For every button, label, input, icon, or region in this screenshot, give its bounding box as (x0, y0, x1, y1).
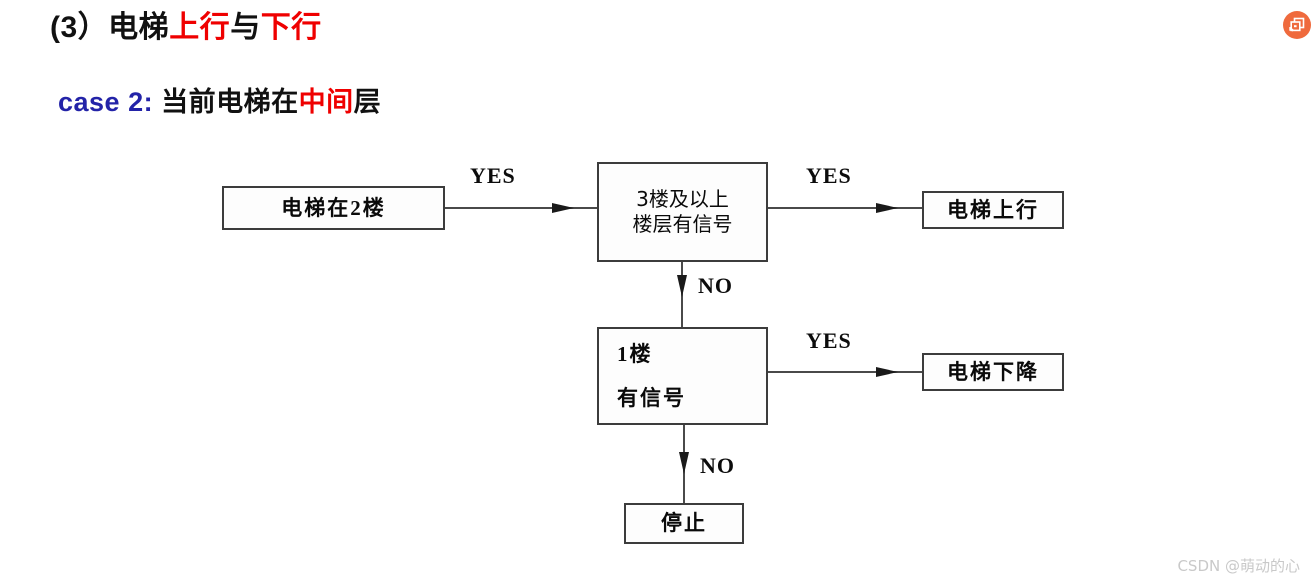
flowchart-node-decision-1-line-1: 3楼及以上 (636, 187, 729, 211)
flowchart-node-decision-2[interactable]: 1楼 有信号 (597, 327, 768, 425)
flowchart-node-start-label: 电梯在2楼 (281, 195, 386, 220)
watermark: CSDN @萌动的心 (1177, 557, 1300, 575)
case-subtitle-part-1: case 2: (58, 87, 154, 117)
edge-line-decision-1-to-up (768, 207, 922, 209)
flowchart-node-down[interactable]: 电梯下降 (922, 353, 1064, 391)
duplicate-slides-icon[interactable] (1283, 11, 1311, 39)
flowchart-node-decision-2-line-2: 有信号 (617, 386, 686, 410)
flowchart-node-stop[interactable]: 停止 (624, 503, 744, 544)
page-title-part-1: (3）电梯 (50, 11, 170, 44)
edge-label-decision-1-to-decision-2: NO (698, 273, 733, 298)
flowchart-node-stop-label: 停止 (661, 511, 707, 536)
edge-label-start-to-decision-1: YES (470, 163, 516, 188)
edge-label-decision-2-to-stop: NO (700, 453, 735, 478)
edge-label-decision-1-to-up: YES (806, 163, 852, 188)
page-title: (3）电梯上行与下行 (50, 2, 322, 46)
edge-arrow-decision-2-to-down (876, 367, 898, 377)
page-title-part-4: 下行 (260, 11, 322, 44)
case-subtitle-part-3: 中间 (298, 87, 354, 117)
edge-arrow-start-to-decision-1 (552, 203, 574, 213)
flowchart-node-decision-1[interactable]: 3楼及以上 楼层有信号 (597, 162, 768, 262)
flowchart-node-up-label: 电梯上行 (947, 197, 1039, 222)
edge-arrow-decision-1-to-decision-2 (677, 275, 687, 297)
edge-arrow-decision-2-to-stop (679, 452, 689, 474)
edge-line-start-to-decision-1 (445, 207, 597, 209)
edge-arrow-decision-1-to-up (876, 203, 898, 213)
case-subtitle-part-2: 当前电梯在 (153, 87, 299, 117)
flowchart-node-decision-2-line-1: 1楼 (617, 341, 653, 366)
case-subtitle-part-4: 层 (353, 87, 382, 117)
edge-line-decision-2-to-down (768, 371, 922, 373)
edge-label-decision-2-to-down: YES (806, 328, 852, 353)
flowchart-node-decision-1-line-2: 楼层有信号 (632, 212, 733, 236)
case-subtitle: case 2: 当前电梯在中间层 (58, 80, 381, 119)
flowchart-node-start[interactable]: 电梯在2楼 (222, 186, 445, 230)
flowchart-node-down-label: 电梯下降 (947, 359, 1039, 384)
page-title-part-2: 上行 (169, 11, 231, 44)
flowchart-node-up[interactable]: 电梯上行 (922, 191, 1064, 229)
page-title-part-3: 与 (230, 11, 261, 44)
